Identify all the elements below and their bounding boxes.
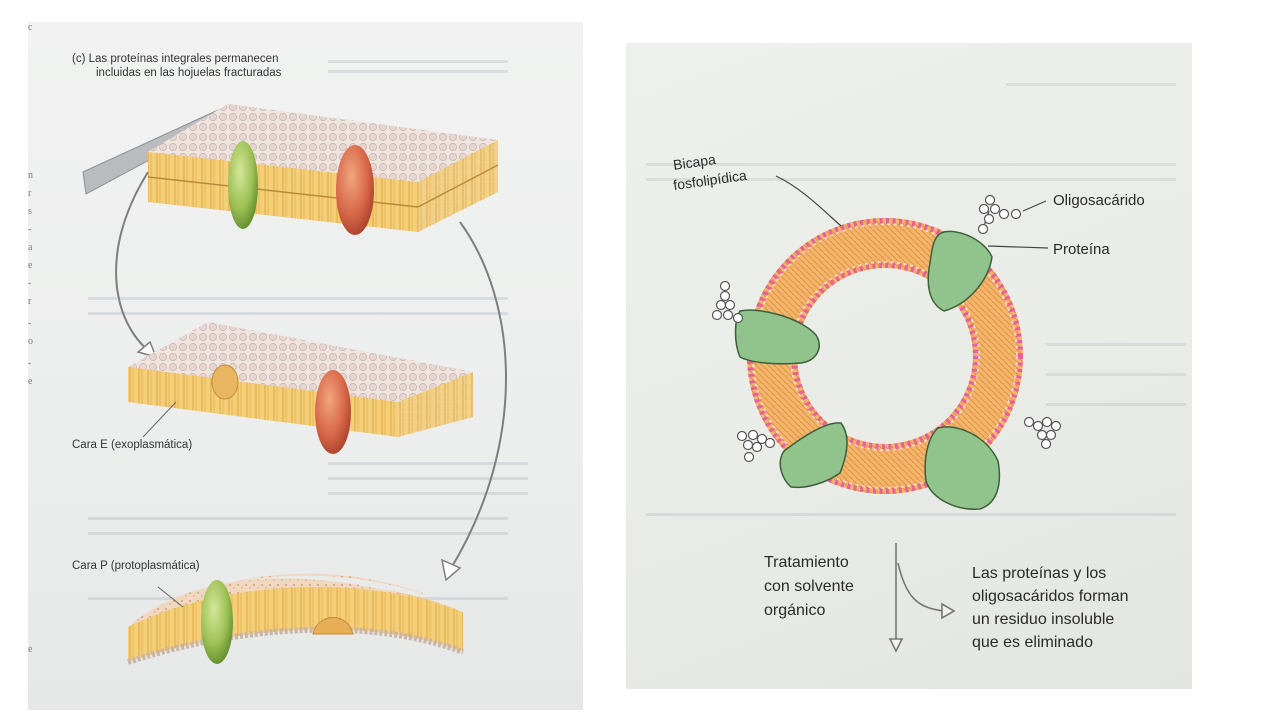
result-line-3: un residuo insoluble (972, 611, 1115, 628)
label-p-face: Cara P (protoplasmática) (72, 560, 200, 572)
leader-oligosaccharide (1022, 200, 1047, 212)
inner-head-layer (791, 262, 979, 450)
result-line-4: que es eliminado (972, 634, 1093, 651)
protein-top-right (927, 230, 993, 312)
result-line-1: Las proteínas y los (972, 565, 1107, 582)
green-integral-protein-p-face (201, 580, 233, 664)
treatment-line-3: orgánico (764, 602, 826, 619)
margin-letter: c (28, 22, 33, 33)
liposome-illustration (626, 43, 1192, 689)
protein-left (734, 309, 820, 365)
treatment-line-1: Tratamiento (764, 554, 849, 571)
green-integral-protein-top (228, 141, 258, 229)
result-line-2: oligosacáridos forman (972, 588, 1129, 605)
margin-letter: r (28, 296, 32, 307)
margin-letter: - (28, 318, 32, 329)
right-photo-liposome: Bicapa fosfolipídica Oligosacárido Prote… (626, 43, 1192, 689)
oligosaccharide-bottom-left (736, 429, 776, 463)
margin-letter: s (28, 206, 32, 217)
caption-line-2: incluidas en las hojuelas fracturadas (96, 67, 282, 79)
bilayer-ring (626, 43, 1192, 689)
oligosaccharide-bottom-right (1023, 416, 1062, 450)
margin-letter: - (28, 224, 32, 235)
margin-letter: a (28, 242, 33, 253)
arrow-to-e-face (115, 171, 151, 353)
margin-letter: e (28, 644, 33, 655)
margin-letter: e (28, 376, 33, 387)
left-photo-freeze-fracture: (c) Las proteínas integrales permanecen … (28, 22, 583, 710)
oligosaccharide-top (977, 194, 1022, 235)
protein-bottom-right (924, 426, 1001, 510)
margin-letter: - (28, 358, 32, 369)
p-face-block (127, 573, 465, 665)
label-protein: Proteína (1053, 241, 1110, 258)
treatment-arrows (888, 543, 956, 653)
treatment-line-2: con solvente (764, 578, 854, 595)
caption-line-1: (c) Las proteínas integrales permanecen (72, 53, 279, 65)
margin-letter: - (28, 278, 32, 289)
label-oligosaccharide: Oligosacárido (1053, 192, 1145, 209)
margin-letter: r (28, 188, 32, 199)
label-e-face: Cara E (exoplasmática) (72, 439, 193, 451)
freeze-fracture-illustration (82, 60, 528, 665)
intact-membrane-block (147, 104, 499, 232)
leader-protein (987, 245, 1049, 249)
protein-bottom-left (779, 422, 848, 489)
leader-bilayer (775, 175, 842, 227)
margin-letter: o (28, 336, 33, 347)
red-integral-protein-e-face (315, 370, 351, 454)
e-face-block (128, 322, 473, 437)
margin-letter: e (28, 260, 33, 271)
red-integral-protein-top (336, 145, 374, 235)
arrow-to-p-face (449, 221, 507, 571)
margin-letter: n (28, 170, 33, 181)
oligosaccharide-left (711, 280, 744, 324)
